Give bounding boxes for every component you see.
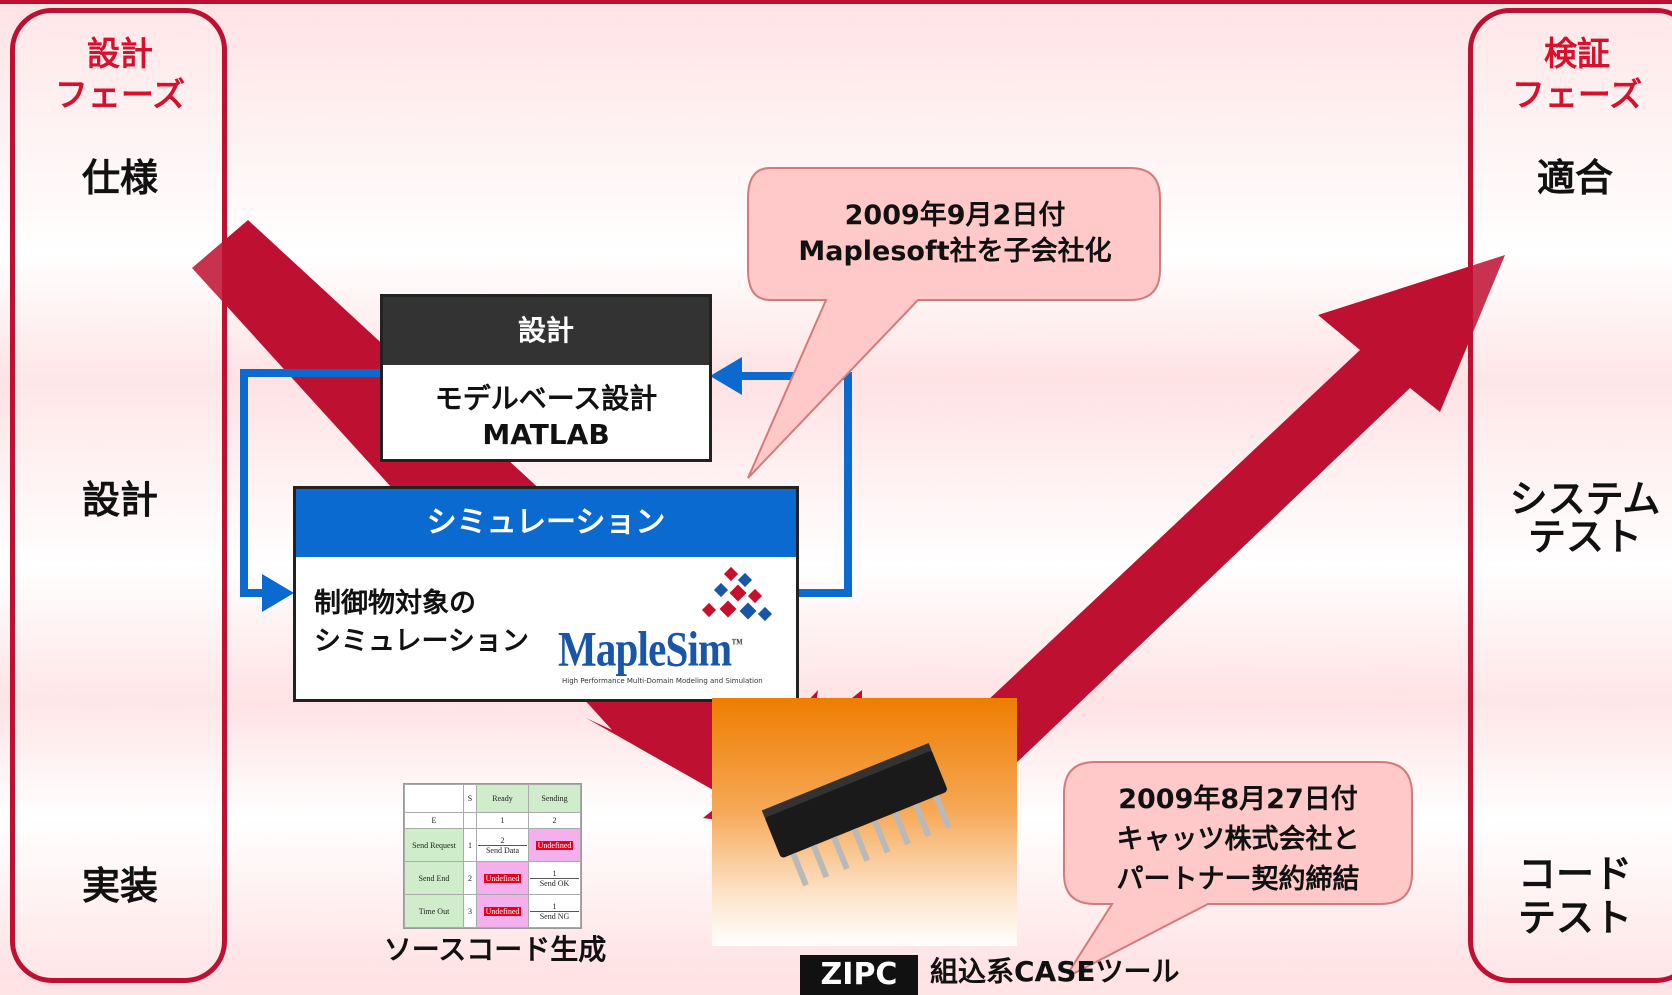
loop-right-arrowhead — [710, 357, 742, 395]
zipc-logo: ZIPC — [800, 955, 918, 995]
loop-left-arrowhead — [262, 574, 294, 612]
callout-bottom-text: 2009年8月27日付 キャッツ株式会社と パートナー契約締結 — [1116, 784, 1360, 895]
loop-right-line — [735, 372, 852, 597]
feedback-loop — [240, 357, 852, 612]
design-phase-column — [10, 8, 227, 983]
design-phase-title: 設計 フェーズ — [54, 34, 186, 114]
callout-bottom-shape — [1063, 761, 1413, 974]
verification-phase-column — [1468, 8, 1672, 983]
callout-top-text: 2009年9月2日付 Maplesoft社を子会社化 — [798, 200, 1112, 267]
stage-code-test: コード テスト — [1517, 852, 1632, 940]
top-border — [0, 0, 1672, 4]
maplesim-logo: MapleSim™ High Performance Multi-Domain … — [556, 563, 796, 695]
maplesim-tm: ™ — [731, 637, 743, 652]
maplesim-wordmark: MapleSim — [558, 620, 732, 677]
zipc-tool-text: 組込系CASEツール — [930, 955, 1180, 988]
maplesim-tagline: High Performance Multi-Domain Modeling a… — [562, 677, 763, 685]
design-box-header: 設計 — [383, 297, 709, 365]
ascending-arrow — [935, 255, 1505, 788]
simulation-box: シミュレーション 制御物対象の シミュレーション MapleSim™ High … — [293, 486, 799, 702]
maplesim-emblem-icon — [701, 566, 773, 622]
stage-spec: 仕様 — [81, 156, 158, 200]
stage-implementation: 実装 — [81, 864, 158, 908]
loop-left-line — [240, 369, 380, 597]
design-box-body: モデルベース設計 MATLAB — [434, 382, 658, 451]
simulation-desc: 制御物対象の シミュレーション — [314, 588, 529, 657]
callout-top-shape — [747, 167, 1161, 479]
verification-phase-title: 検証 フェーズ — [1511, 34, 1643, 114]
stage-design: 設計 — [81, 478, 158, 522]
chip-photo — [712, 698, 1017, 946]
design-box: 設計 モデルベース設計 MATLAB — [380, 294, 712, 462]
ic-chip-icon — [761, 743, 952, 887]
stage-system-test: システム テスト — [1509, 477, 1661, 559]
simulation-box-header: シミュレーション — [296, 489, 796, 557]
source-code-caption: ソースコード生成 — [383, 933, 607, 966]
stage-fit: 適合 — [1536, 156, 1613, 200]
